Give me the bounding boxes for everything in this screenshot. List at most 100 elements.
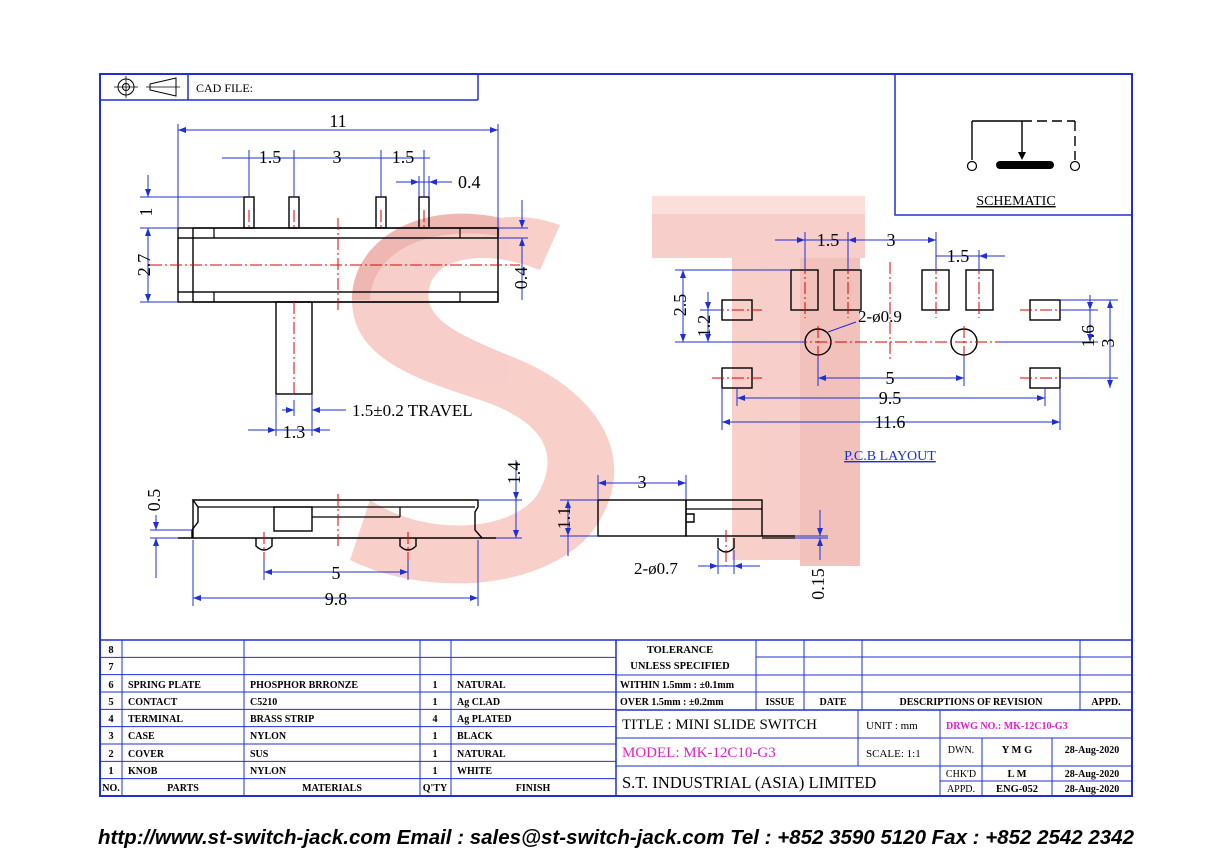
dim-0-15: 0.15 (808, 568, 828, 600)
model-number: MODEL: MK-12C10-G3 (622, 745, 776, 761)
bom-qty: 4 (433, 714, 438, 725)
st-watermark-logo (350, 196, 865, 584)
bom-no: 3 (108, 731, 113, 742)
dim-5: 5 (332, 563, 341, 583)
dim-1: 1 (136, 208, 156, 217)
bom-finish: Ag PLATED (457, 714, 512, 725)
end-view-dimensions: 3 1.1 2-ø0.7 0.15 (554, 472, 828, 600)
pcb-dim-2-5: 2.5 (670, 294, 690, 317)
bom-row: 7 (108, 662, 113, 673)
revision-date-header: DATE (819, 697, 846, 708)
bom-finish: WHITE (457, 766, 492, 777)
tolerance-within: WITHIN 1.5mm : ±0.1mm (620, 680, 735, 691)
bom-row: 1 KNOB NYLON 1 WHITE (108, 766, 492, 777)
pcb-dim-1-5-a: 1.5 (817, 230, 840, 250)
side-view-dimensions: 0.5 1.4 5 9.8 (144, 460, 524, 609)
dim-0-4-right: 0.4 (511, 267, 531, 290)
pcb-dim-1-6: 1.6 (1078, 325, 1098, 348)
revision-issue-header: ISSUE (766, 697, 795, 708)
bom-part: CONTACT (128, 697, 178, 708)
unit-label: UNIT : mm (866, 720, 918, 732)
dim-3: 3 (333, 147, 342, 167)
bom-no: 8 (108, 645, 113, 656)
pcb-dim-3: 3 (887, 230, 896, 250)
drawing-number: DRWG NO.: MK-12C10-G3 (946, 721, 1068, 732)
drawing-title: TITLE : MINI SLIDE SWITCH (622, 717, 817, 733)
dim-2-7: 2.7 (134, 254, 154, 277)
pcb-dim-1-5-b: 1.5 (947, 246, 970, 266)
dwn-name: Y M G (1002, 745, 1033, 756)
bom-qty: 1 (433, 731, 438, 742)
bom-header-parts: PARTS (167, 783, 199, 794)
cad-header: CAD FILE: (100, 74, 479, 101)
pcb-dimensions: 1.5 3 1.5 2.5 1.2 2-ø0.9 5 9.5 (670, 230, 1118, 432)
company-name: S.T. INDUSTRIAL (ASIA) LIMITED (622, 773, 876, 792)
bom-finish: BLACK (457, 731, 493, 742)
chkd-date: 28-Aug-2020 (1065, 769, 1119, 780)
bom-part: TERMINAL (128, 714, 183, 725)
dim-9-8: 9.8 (325, 589, 348, 609)
appd-date: 28-Aug-2020 (1065, 784, 1119, 795)
tolerance-subtitle: UNLESS SPECIFIED (630, 661, 730, 672)
revision-appd-header: APPD. (1091, 697, 1121, 708)
bom-qty: 1 (433, 697, 438, 708)
bom-no: 7 (108, 662, 113, 673)
bom-no: 1 (108, 766, 113, 777)
appd-name: ENG-052 (996, 784, 1038, 795)
pcb-dim-11-6: 11.6 (875, 412, 906, 432)
side-view (178, 494, 496, 560)
bom-row: 3 CASE NYLON 1 BLACK (108, 731, 492, 742)
bom-header-row: NO. PARTS MATERIALS Q'TY FINISH (102, 783, 550, 794)
bom-part: COVER (128, 749, 165, 760)
cad-file-label: CAD FILE: (196, 81, 253, 95)
bom-no: 2 (108, 749, 113, 760)
pcb-dim-5: 5 (886, 368, 895, 388)
tolerance-over: OVER 1.5mm : ±0.2mm (620, 697, 724, 708)
bom-finish: Ag CLAD (457, 697, 500, 708)
bom-part: SPRING PLATE (128, 680, 201, 691)
tolerance-title: TOLERANCE (647, 645, 713, 656)
bom-material: C5210 (250, 697, 277, 708)
dim-1-4: 1.4 (504, 462, 524, 485)
bom-no: 6 (108, 680, 113, 691)
chkd-label: CHK'D (946, 769, 976, 780)
dim-0-5: 0.5 (144, 489, 164, 512)
top-view-dimensions: 11 1.5 3 1.5 0.4 1 2.7 0.4 (134, 111, 531, 442)
bom-qty: 1 (433, 766, 438, 777)
bom-qty: 1 (433, 680, 438, 691)
chkd-name: L M (1008, 769, 1027, 780)
pcb-dim-1-2: 1.2 (694, 315, 714, 338)
pcb-dim-9-5: 9.5 (879, 388, 902, 408)
bom-part: KNOB (128, 766, 158, 777)
schematic-box: SCHEMATIC (894, 73, 1133, 216)
title-block: TOLERANCE UNLESS SPECIFIED WITHIN 1.5mm … (616, 639, 1132, 796)
dwn-date: 28-Aug-2020 (1065, 745, 1119, 756)
bom-no: 4 (108, 714, 114, 725)
dim-travel: 1.5±0.2 TRAVEL (352, 401, 473, 420)
bom-material: SUS (250, 749, 269, 760)
dim-hole-0-7: 2-ø0.7 (634, 559, 678, 578)
end-view (597, 499, 795, 566)
projection-symbol-icon (114, 76, 180, 98)
bom-header-finish: FINISH (516, 783, 551, 794)
bom-no: 5 (108, 697, 113, 708)
bom-row: 4 TERMINAL BRASS STRIP 4 Ag PLATED (108, 714, 511, 725)
dim-1-3: 1.3 (283, 422, 306, 442)
bom-header-materials: MATERIALS (302, 783, 362, 794)
bom-material: NYLON (250, 766, 287, 777)
bom-material: PHOSPHOR BRRONZE (250, 680, 358, 691)
appd-label: APPD. (947, 784, 975, 795)
bom-part: CASE (128, 731, 155, 742)
bom-row: 5 CONTACT C5210 1 Ag CLAD (108, 697, 500, 708)
top-view (150, 196, 520, 395)
dim-11: 11 (329, 111, 346, 131)
bom-header-no: NO. (102, 783, 120, 794)
bom-row: 6 SPRING PLATE PHOSPHOR BRRONZE 1 NATURA… (108, 680, 506, 691)
revision-desc-header: DESCRIPTIONS OF REVISION (900, 697, 1044, 708)
dwn-label: DWN. (948, 745, 974, 756)
bom-table: 8 7 6 SPRING PLATE PHOSPHOR BRRONZE 1 NA… (100, 639, 617, 796)
bom-row: 2 COVER SUS 1 NATURAL (108, 749, 506, 760)
bom-finish: NATURAL (457, 749, 506, 760)
scale-label: SCALE: 1:1 (866, 748, 921, 760)
